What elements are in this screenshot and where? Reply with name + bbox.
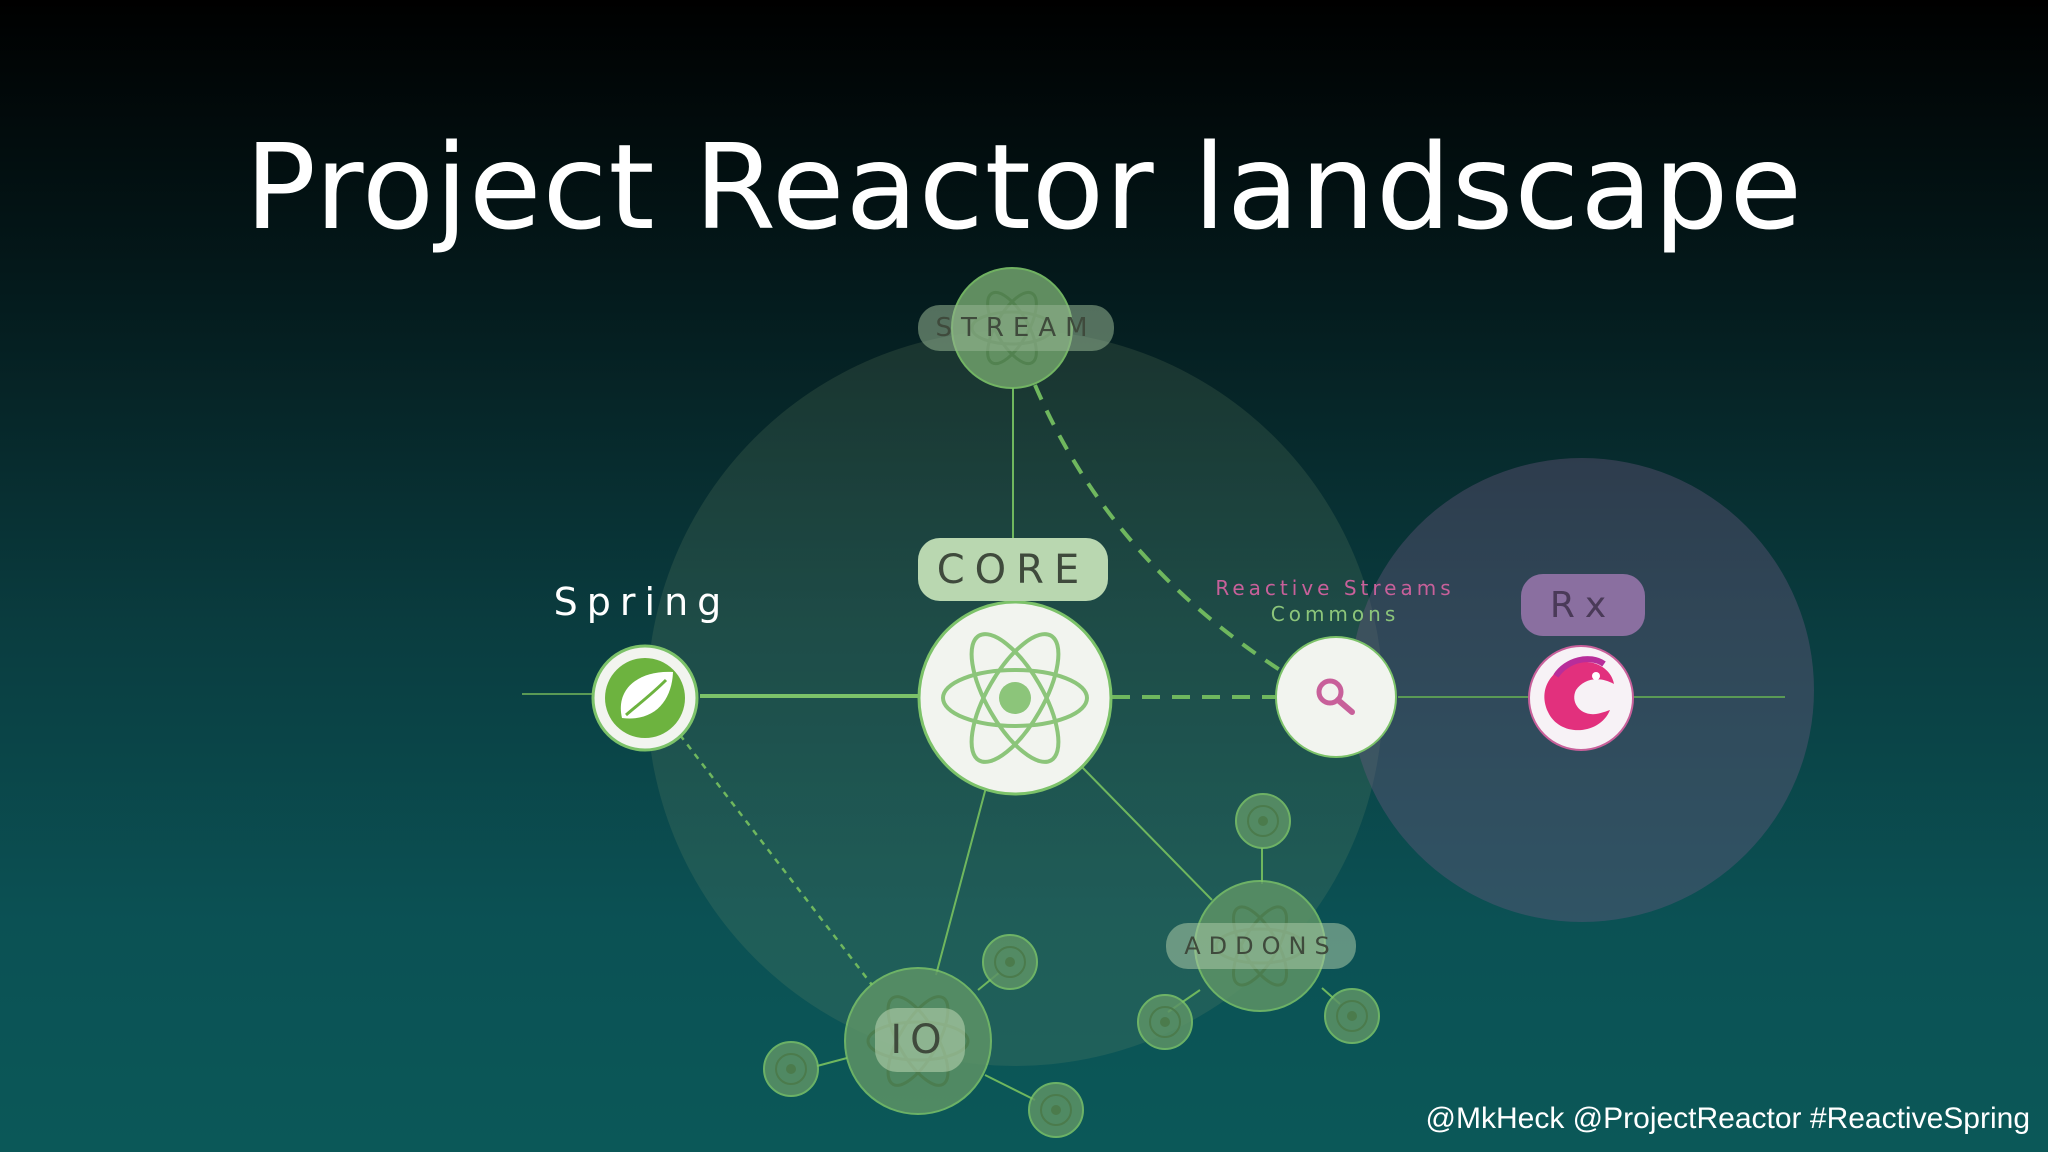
reactivex-eel-icon bbox=[1544, 656, 1614, 731]
rx-node[interactable] bbox=[1528, 645, 1634, 751]
page-title: Project Reactor landscape bbox=[244, 118, 1804, 256]
stream-label: STREAM bbox=[918, 305, 1114, 351]
core-label: CORE bbox=[918, 538, 1108, 601]
core-addons-line bbox=[1079, 764, 1213, 901]
addons-label: ADDONS bbox=[1166, 923, 1356, 969]
footer-handles: @MkHeck @ProjectReactor #ReactiveSpring bbox=[1425, 1102, 2030, 1135]
magnifier-icon bbox=[1316, 678, 1355, 715]
io-sub-line-3 bbox=[984, 1074, 1036, 1101]
io-satellite bbox=[982, 934, 1038, 990]
spring-leaf-icon bbox=[620, 671, 673, 719]
reactive-streams-node[interactable] bbox=[1275, 636, 1397, 758]
io-label: IO bbox=[875, 1008, 965, 1072]
spring-label: Spring bbox=[553, 580, 731, 624]
reactive-streams-label: Reactive Streams bbox=[1215, 576, 1455, 600]
addons-satellite bbox=[1137, 994, 1193, 1050]
addons-satellite bbox=[1324, 988, 1380, 1044]
rx-label: Rx bbox=[1521, 574, 1645, 636]
io-sub-line-2 bbox=[816, 1057, 848, 1067]
io-satellite bbox=[1028, 1082, 1084, 1138]
addons-satellite bbox=[1235, 793, 1291, 849]
core-node[interactable] bbox=[917, 600, 1113, 796]
atom-icon bbox=[941, 632, 1089, 764]
io-satellite bbox=[763, 1041, 819, 1097]
spring-node[interactable] bbox=[591, 644, 699, 752]
spring-io-dashed-line bbox=[679, 734, 873, 986]
reactive-streams-commons-label: Commons bbox=[1270, 602, 1400, 626]
core-io-line bbox=[935, 779, 989, 976]
